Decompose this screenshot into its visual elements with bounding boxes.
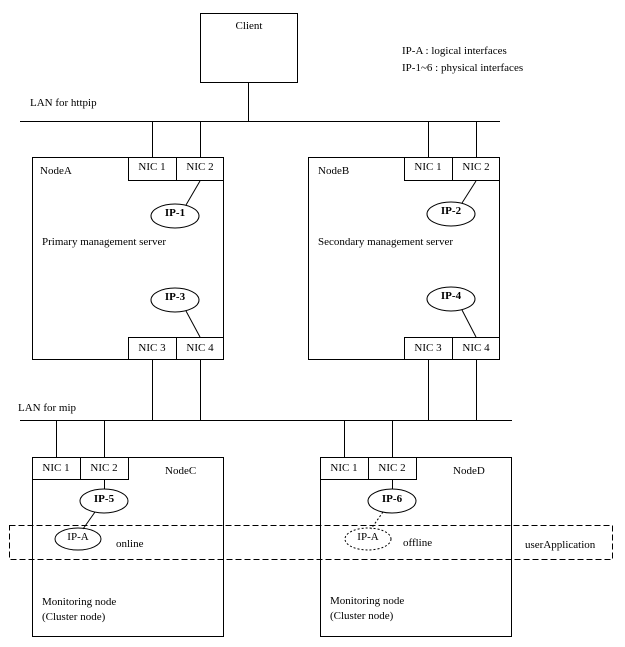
nodeA-ip3-label: IP-3 <box>165 291 186 303</box>
nodeC-ipA-ellipse <box>54 527 102 551</box>
nodeB-ip2-label: IP-2 <box>441 205 462 217</box>
nodeB-nic2-label: NIC 2 <box>462 161 489 173</box>
nodeB-box <box>308 157 500 360</box>
client-label: Client <box>236 20 263 32</box>
nodeA-ip1-ellipse <box>150 203 200 229</box>
nodeA-nic4-label: NIC 4 <box>186 342 214 354</box>
nodeC-state: online <box>116 538 144 550</box>
nodeB-nic3-label: NIC 3 <box>414 342 442 354</box>
nodeA-ip3-link <box>185 310 201 338</box>
nodeB-ip2-link <box>461 180 477 204</box>
nodeA-nic1-label: NIC 1 <box>138 161 165 173</box>
nodeB-nic1-label: NIC 1 <box>414 161 441 173</box>
nodeD-role-line1: Monitoring node <box>330 595 404 607</box>
nodeD-name: NodeD <box>453 465 485 477</box>
user-application-region <box>9 525 613 560</box>
user-application-label: userApplication <box>525 539 596 551</box>
lan-mip-label: LAN for mip <box>18 402 77 414</box>
nodeD-nic2-label: NIC 2 <box>378 462 405 474</box>
nodeB-ip2-ellipse <box>426 201 476 227</box>
nodeC-ipA-link <box>82 511 96 530</box>
nodeC-nic1-label: NIC 1 <box>42 462 69 474</box>
nodeB-name: NodeB <box>318 165 349 177</box>
nodeB-nic4-label: NIC 4 <box>462 342 490 354</box>
nodeA-ip1-label: IP-1 <box>165 207 185 219</box>
nodeC-nic2-label: NIC 2 <box>90 462 117 474</box>
nodeA-ip1-link <box>185 180 201 206</box>
nodeD-role-line2: (Cluster node) <box>330 610 394 622</box>
nodeA-nic3-label: NIC 3 <box>138 342 166 354</box>
nodeB-ip4-ellipse <box>426 286 476 312</box>
nodeD-ipA-link <box>370 511 384 530</box>
legend-line-2: IP-1~6 : physical interfaces <box>402 62 523 74</box>
nodeC-role-line2: (Cluster node) <box>42 611 106 623</box>
nodeC-ip5-label: IP-5 <box>94 493 115 505</box>
nodeD-ip6-label: IP-6 <box>382 493 403 505</box>
nodeA-nic2-label: NIC 2 <box>186 161 213 173</box>
nodeC-role-line1: Monitoring node <box>42 596 116 608</box>
nodeC-ip5-ellipse <box>79 488 129 514</box>
nodeC-ipA-label: IP-A <box>67 531 88 543</box>
nodeD-nic1-label: NIC 1 <box>330 462 357 474</box>
lan-httpip-label: LAN for httpip <box>30 97 97 109</box>
nodeB-ip4-label: IP-4 <box>441 290 462 302</box>
nodeA-box <box>32 157 224 360</box>
nodeA-ip3-ellipse <box>150 287 200 313</box>
nodeA-name: NodeA <box>40 165 72 177</box>
nodeC-name: NodeC <box>165 465 196 477</box>
nodeA-role: Primary management server <box>42 236 166 248</box>
legend-line-1: IP-A : logical interfaces <box>402 45 507 57</box>
nodeD-ip6-ellipse <box>367 488 417 514</box>
nodeD-state: offline <box>403 537 432 549</box>
nodeD-ipA-ellipse <box>344 527 392 551</box>
nodeB-role: Secondary management server <box>318 236 453 248</box>
nodeA-nic2-box <box>176 157 224 181</box>
nodeD-ipA-label: IP-A <box>357 531 378 543</box>
nodeB-nic2-box <box>452 157 500 181</box>
nodeB-ip4-link <box>461 309 477 338</box>
